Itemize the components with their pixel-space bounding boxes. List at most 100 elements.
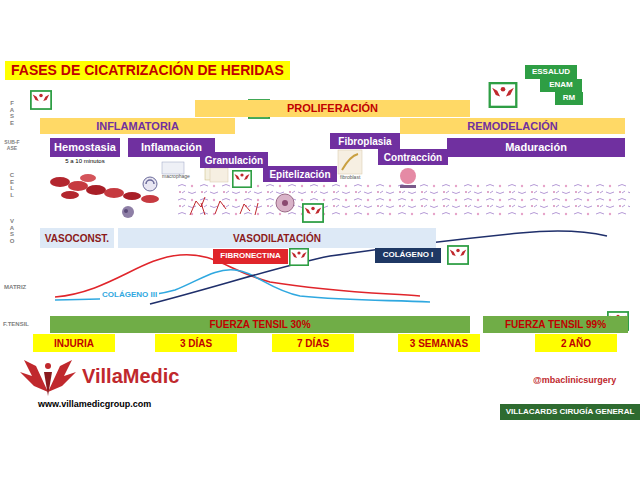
box-label: Maduración xyxy=(505,141,567,153)
row-label: SUB-FASE xyxy=(4,140,20,151)
row-label: F.TENSIL xyxy=(3,321,29,328)
time-box: 3 DÍAS xyxy=(155,334,237,352)
fibroblast-texture xyxy=(178,184,630,216)
myofibroblast-icon xyxy=(400,168,416,188)
exam-tag: ESSALUD xyxy=(525,65,577,79)
fibrin-strands xyxy=(190,197,226,215)
box-label: Epitelización xyxy=(269,169,330,180)
box-label: Fibroplasia xyxy=(338,136,391,147)
logo-emblem xyxy=(233,171,251,187)
neutrophil xyxy=(124,209,128,213)
box-label: VILLACARDS CIRUGÍA GENERAL xyxy=(506,408,635,417)
curve-label: COLÁGENO III xyxy=(100,291,159,300)
fibrin-strands xyxy=(240,203,258,215)
phase-band: REMODELACIÓN xyxy=(400,118,625,134)
macrophage-icon xyxy=(146,180,154,184)
collagen-iii-curve xyxy=(55,270,430,302)
villamedic-phoenix xyxy=(45,363,51,369)
vascular-band: VASOCONST. xyxy=(40,228,114,248)
subphase-box: Fibroplasia xyxy=(330,133,400,149)
row-label: CELL xyxy=(9,172,15,198)
logo-emblem xyxy=(31,91,51,109)
social-handle: @mbaclinicsurgery xyxy=(533,376,616,386)
row-label: MATRIZ xyxy=(4,284,26,291)
logo-emblem xyxy=(448,246,468,264)
neutrophil-icon xyxy=(210,168,228,182)
myofibroblast-icon xyxy=(400,168,416,184)
red-blood-cells xyxy=(141,195,159,203)
vascular-band: VASODILATACIÓN xyxy=(118,228,436,248)
footer-bar: VILLACARDS CIRUGÍA GENERAL xyxy=(500,404,640,420)
subphase-box: Contracción xyxy=(378,149,448,165)
box-label: FIBRONECTINA xyxy=(220,252,280,261)
box-label: 3 SEMANAS xyxy=(410,338,468,349)
red-blood-cells xyxy=(50,174,159,203)
box-label: Hemostasia xyxy=(54,141,116,153)
neutrophil xyxy=(122,206,134,218)
box-label: REMODELACIÓN xyxy=(467,120,557,132)
red-blood-cells xyxy=(80,174,96,182)
epithelial-cell xyxy=(276,194,294,212)
fibrin-strands xyxy=(190,197,258,215)
subphase-box: Granulación xyxy=(200,152,268,168)
myofibroblast-icon xyxy=(400,185,416,188)
macrophage-icon xyxy=(162,162,184,174)
time-box: 7 DÍAS xyxy=(272,334,354,352)
villamedic-phoenix xyxy=(20,360,76,396)
logo-emblem xyxy=(290,249,308,265)
brand-name: VillaMedic xyxy=(82,365,179,387)
matrix-tag: FIBRONECTINA xyxy=(213,249,288,264)
subphase-box: Maduración xyxy=(447,138,625,157)
box-label: INJURIA xyxy=(54,338,94,349)
logo-emblems xyxy=(31,83,628,330)
website: www.villamedicgroup.com xyxy=(38,400,151,410)
exam-tag: RM xyxy=(555,92,583,105)
cell-illustration xyxy=(50,150,630,218)
box-label: COLÁGENO I xyxy=(383,251,434,260)
box-label: PROLIFERACIÓN xyxy=(287,102,378,114)
box-label: VASOCONST. xyxy=(45,233,109,244)
box-label: 2 AÑO xyxy=(561,338,591,349)
box-label: Inflamación xyxy=(141,141,202,153)
box-label: 7 DÍAS xyxy=(297,338,329,349)
box-label: VASODILATACIÓN xyxy=(233,233,321,244)
cell-label: fibroblast xyxy=(340,175,360,181)
subphase-box: Hemostasia5 a 10 minutos xyxy=(50,138,120,157)
row-label: FASE xyxy=(9,100,15,126)
row-label: VASO xyxy=(9,218,15,244)
note-text: 5 a 10 minutos xyxy=(50,158,120,165)
phase-band: PROLIFERACIÓN xyxy=(195,100,470,117)
red-blood-cells xyxy=(61,191,79,199)
box-label: ESSALUD xyxy=(532,68,570,77)
logo-emblem xyxy=(490,83,517,107)
tensile-bar: FUERZA TENSIL 99% xyxy=(483,316,628,333)
time-box: INJURIA xyxy=(33,334,115,352)
epithelial-cell xyxy=(276,194,294,212)
exam-tag: ENAM xyxy=(540,79,582,92)
box-label: ENAM xyxy=(549,81,573,90)
red-blood-cells xyxy=(123,192,141,200)
matrix-tag: COLÁGENO I xyxy=(375,248,441,263)
time-box: 2 AÑO xyxy=(535,334,617,352)
time-box: 3 SEMANAS xyxy=(398,334,480,352)
box-label: FUERZA TENSIL 99% xyxy=(505,319,606,330)
box-label: FUERZA TENSIL 30% xyxy=(209,319,310,330)
cell-label: macrophage xyxy=(162,174,190,180)
box-label: Contracción xyxy=(384,152,442,163)
box-label: INFLAMATORIA xyxy=(96,120,179,132)
fibroblast-icon xyxy=(342,154,358,170)
red-blood-cells xyxy=(50,177,70,187)
red-blood-cells xyxy=(68,181,88,191)
phase-band: INFLAMATORIA xyxy=(40,118,235,134)
box-label: RM xyxy=(563,94,575,103)
box-label: 3 DÍAS xyxy=(180,338,212,349)
red-blood-cells xyxy=(86,185,106,195)
tensile-bar: FUERZA TENSIL 30% xyxy=(50,316,470,333)
macrophage-icon xyxy=(143,177,157,191)
fibroblast-icon xyxy=(338,150,362,174)
box-label: Granulación xyxy=(205,155,263,166)
fibroblast-icon xyxy=(338,150,362,174)
logo-emblem xyxy=(303,204,323,222)
epithelial-cell xyxy=(282,200,288,206)
title: FASES DE CICATRIZACIÓN DE HERIDAS xyxy=(5,61,290,80)
